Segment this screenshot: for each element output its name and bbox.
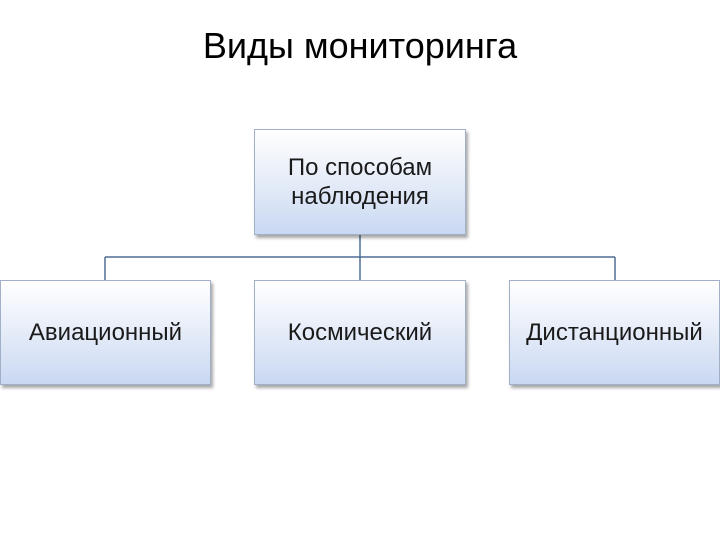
node-aviation: Авиационный bbox=[0, 280, 211, 385]
node-remote: Дистанционный bbox=[509, 280, 720, 385]
node-label: По способам наблюдения bbox=[287, 154, 433, 210]
node-observation-methods: По способам наблюдения bbox=[254, 129, 466, 235]
node-space: Космический bbox=[254, 280, 466, 385]
node-label: Дистанционный bbox=[526, 319, 703, 346]
node-label: Космический bbox=[287, 319, 433, 346]
page-title: Виды мониторинга bbox=[202, 25, 518, 66]
node-label: Авиационный bbox=[28, 319, 183, 346]
